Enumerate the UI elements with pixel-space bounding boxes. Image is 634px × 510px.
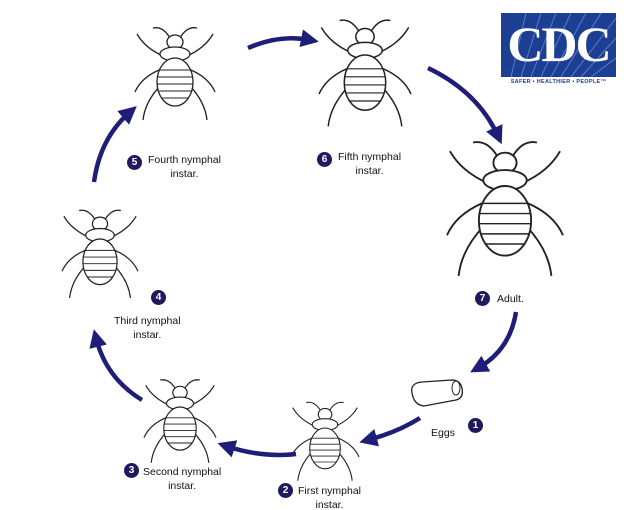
arrow-6-to-7: [427, 65, 503, 145]
cdc-logo: CDC SAFER • HEALTHIER • PEOPLE™: [501, 13, 616, 86]
bug-adult: [446, 141, 564, 277]
bug-second-nymphal: [143, 379, 217, 464]
stage-label-1: Eggs: [431, 427, 455, 439]
stage-badge-7: 7: [475, 291, 490, 306]
bug-first-nymphal: [290, 401, 360, 482]
stage-badge-2: 2: [278, 483, 293, 498]
stage-badge-5: 5: [127, 155, 142, 170]
stage-badge-6: 6: [317, 152, 332, 167]
arrow-4-to-5: [91, 106, 137, 183]
arrow-3-to-4: [89, 329, 144, 402]
bug-fifth-nymphal: [318, 19, 412, 128]
stage-badge-4: 4: [151, 290, 166, 305]
stage-badge-1: 1: [468, 418, 483, 433]
bug-third-nymphal: [61, 209, 139, 299]
arrow-5-to-6: [247, 29, 319, 51]
arrow-1-to-2: [359, 416, 422, 447]
bug-fourth-nymphal: [134, 27, 216, 121]
arrow-2-to-3: [217, 440, 297, 458]
egg: [411, 379, 464, 407]
stage-label-7: Adult.: [497, 293, 524, 305]
arrow-7-to-1: [470, 311, 519, 373]
stage-badge-3: 3: [124, 463, 139, 478]
